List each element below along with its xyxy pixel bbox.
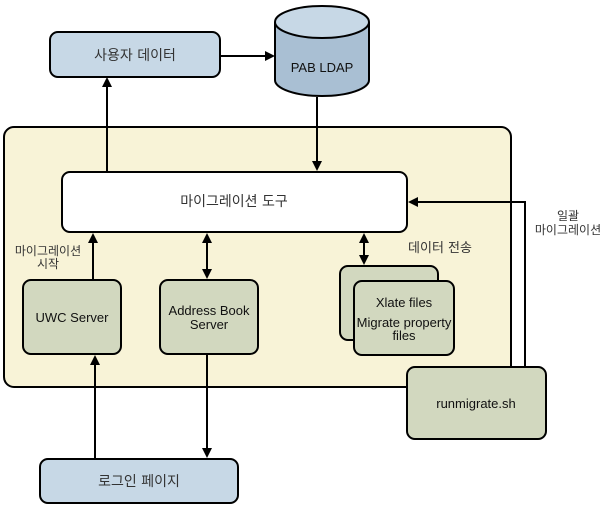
- start-migration-label-line2: 시작: [37, 257, 59, 271]
- edge-runmigrate-to-tool: [408, 197, 526, 366]
- pab-ldap-database: PAB LDAP: [274, 5, 370, 97]
- address-book-server-node: Address Book Server: [159, 279, 259, 355]
- files-front-card: [353, 280, 455, 356]
- uwc-server-label: UWC Server: [36, 310, 110, 325]
- xlate-files-label: Xlate files: [376, 295, 433, 310]
- migrate-property-label: Migrate property: [357, 315, 452, 330]
- files-node: Xlate files Migrate property files: [339, 265, 455, 356]
- bulk-migration-label-line1: 일괄: [557, 209, 579, 223]
- login-page-node: 로그인 페이지: [39, 458, 239, 504]
- address-book-server-label-line1: Address Book: [169, 303, 250, 318]
- bulk-migration-label-line2: 마이그레이션: [535, 223, 601, 237]
- migrate-property-label-line2: files: [392, 328, 416, 343]
- data-transfer-label: 데이터 전송: [408, 241, 472, 256]
- runmigrate-label: runmigrate.sh: [436, 396, 515, 411]
- user-data-node: 사용자 데이터: [49, 31, 221, 78]
- migration-tool-label: 마이그레이션 도구: [180, 194, 288, 210]
- runmigrate-node: runmigrate.sh: [406, 366, 547, 440]
- login-page-label: 로그인 페이지: [98, 474, 180, 490]
- pab-ldap-label: PAB LDAP: [291, 60, 354, 75]
- address-book-server-label-line2: Server: [190, 317, 229, 332]
- start-migration-label-line1: 마이그레이션: [15, 244, 81, 258]
- migration-tool-node: 마이그레이션 도구: [61, 171, 408, 233]
- user-data-label: 사용자 데이터: [94, 48, 176, 64]
- uwc-server-node: UWC Server: [22, 279, 122, 355]
